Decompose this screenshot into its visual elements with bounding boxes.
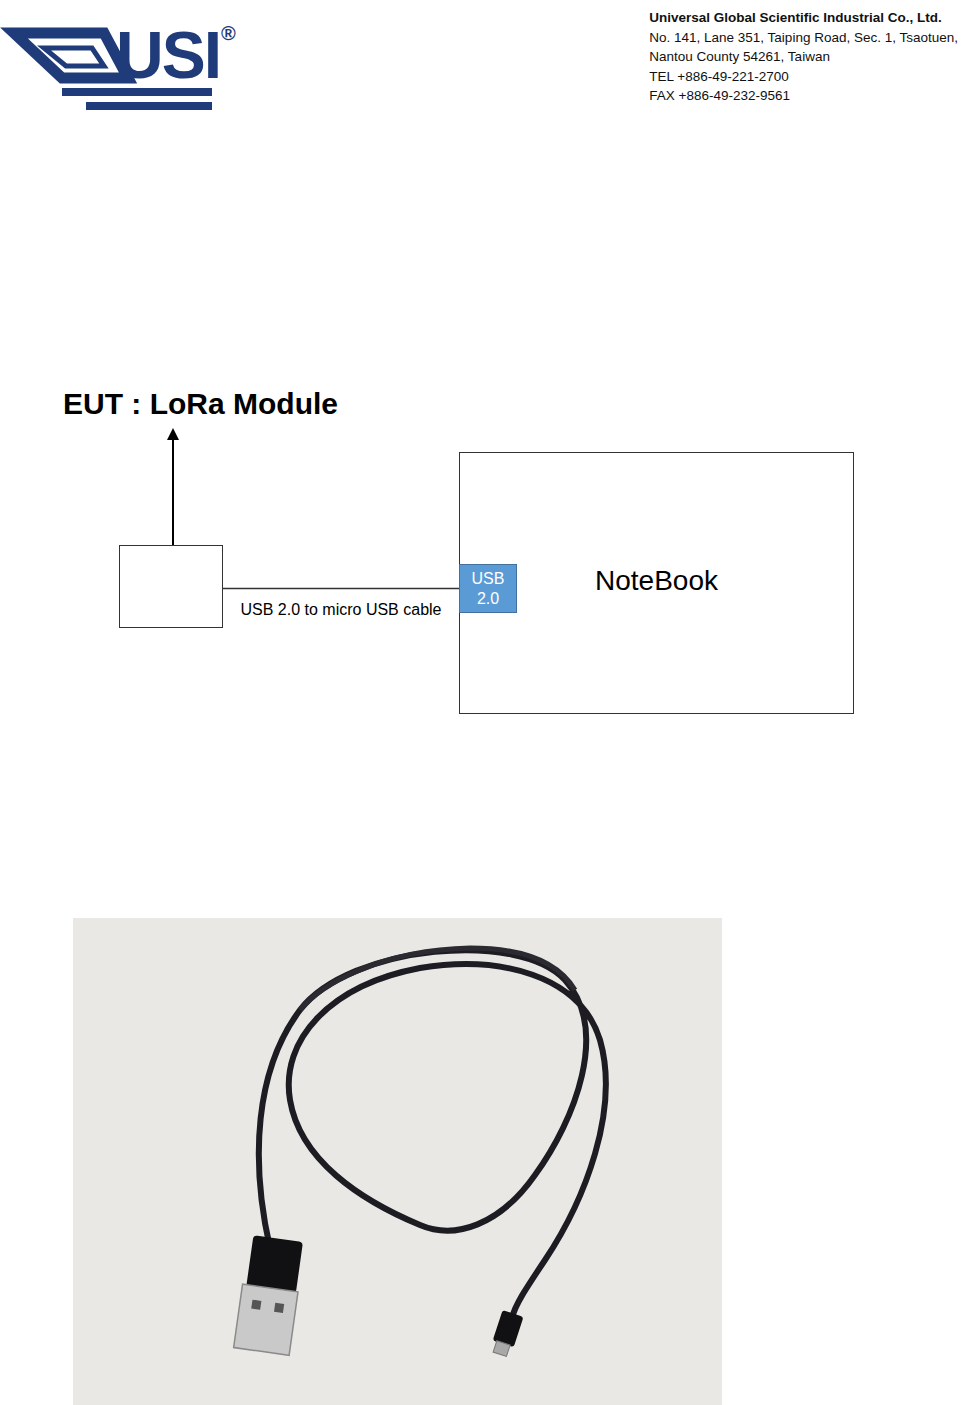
leader-arrowhead [167,428,179,440]
eut-title: EUT : LoRa Module [63,386,338,422]
cable-wire [259,950,606,1318]
plug-metal [234,1284,298,1355]
usb-a-plug [234,1235,305,1356]
logo-text: USI [116,20,220,90]
phone-number: TEL +886-49-221-2700 [649,67,958,87]
notebook-box: NoteBookUSB 2.0 [459,452,854,714]
cable-photo [73,918,722,1405]
company-address: Nantou County 54261, Taiwan [649,47,958,67]
company-name: Universal Global Scientific Industrial C… [649,8,958,28]
logo-outline [14,33,128,78]
port-name: USB 2.0 [460,569,516,609]
logo-inner [44,48,104,66]
eut-box: EUT : LoRa Module [119,545,223,628]
usb-port-box: USB 2.0 [459,564,517,613]
cable-connector [223,588,459,590]
cable-wire [300,948,575,1010]
company-header: Universal Global Scientific Industrial C… [649,8,958,106]
plug-hole [274,1303,284,1313]
photo-background [73,918,722,1405]
micro-usb-plug [489,1310,523,1358]
company-address: No. 141, Lane 351, Taiping Road, Sec. 1,… [649,28,958,48]
plug-hole [251,1300,261,1310]
plug-metal [493,1341,510,1357]
notebook-name: NoteBook [460,564,853,598]
registered-mark: ® [221,22,236,44]
cable-label: USB 2.0 to micro USB cable [238,601,445,619]
fax-number: FAX +886-49-232-9561 [649,86,958,106]
plug-body [246,1235,303,1293]
logo-stripe [86,102,212,110]
